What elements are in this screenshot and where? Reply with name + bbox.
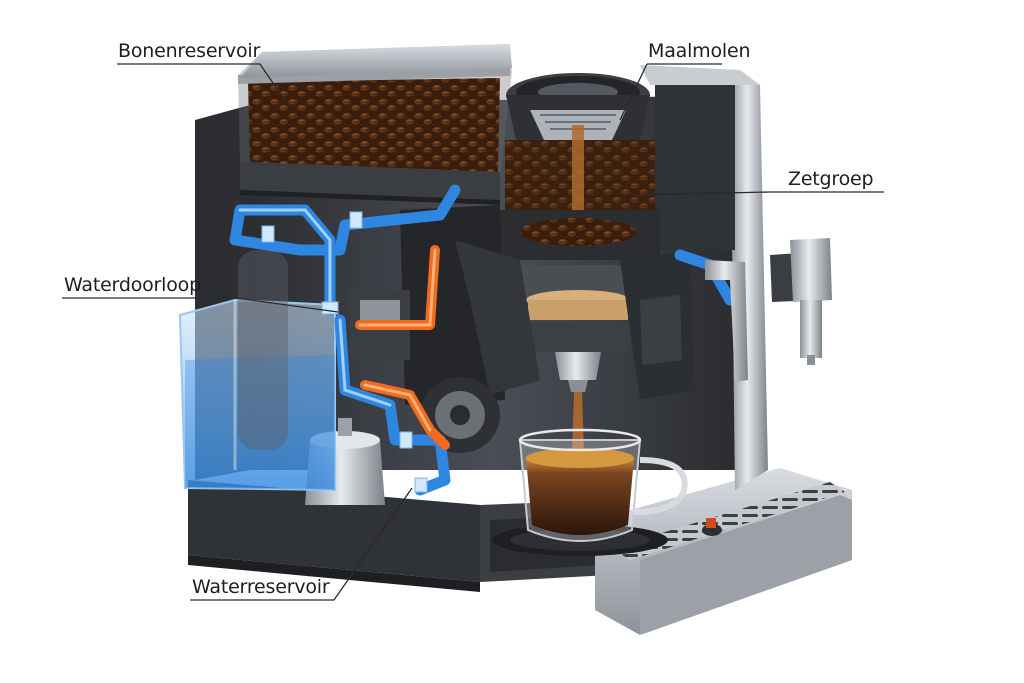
- label-water-flow: Waterdoorloop: [64, 274, 201, 296]
- label-bean-hopper: Bonenreservoir: [118, 40, 261, 62]
- label-water-tank: Waterreservoir: [192, 576, 330, 598]
- label-brew-group: Zetgroep: [788, 168, 874, 190]
- label-grinder: Maalmolen: [648, 40, 751, 62]
